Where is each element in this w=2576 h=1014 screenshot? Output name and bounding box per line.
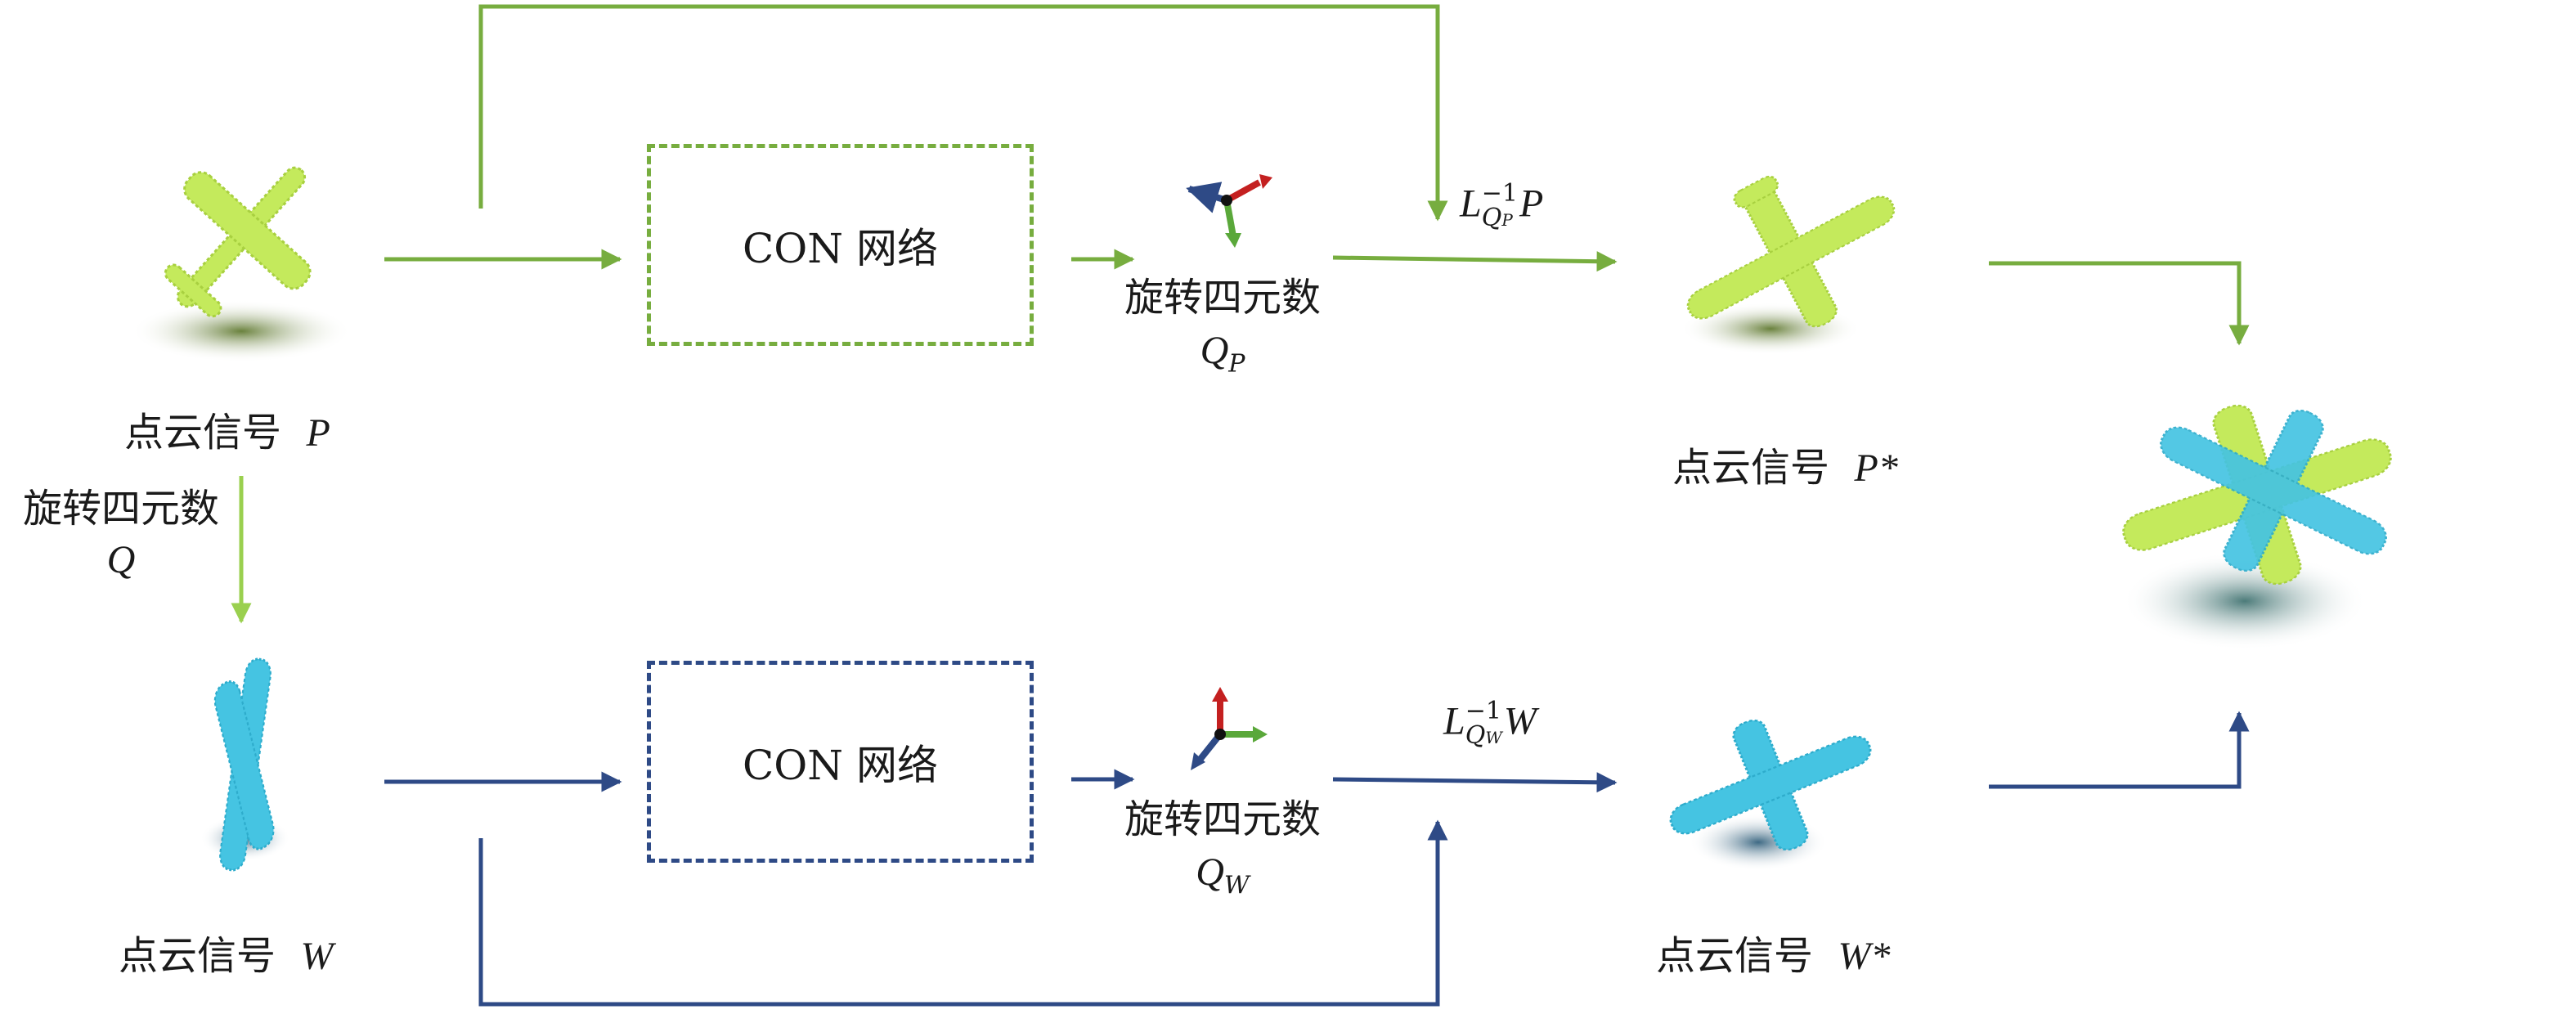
airplane-pointcloud-icon <box>1669 719 1872 871</box>
rotation-quaternion-label-side: 旋转四元数 Q <box>22 486 219 581</box>
arrow-skip-connection-top <box>478 4 1448 222</box>
rotation-axes-icon <box>1186 174 1272 248</box>
airplane-pointcloud-icon <box>1681 175 1896 355</box>
airplane-pointcloud-icon <box>131 166 352 362</box>
quaternion-label-bottom: 旋转四元数 QW <box>1124 796 1321 900</box>
arrow-output-to-merge-bottom <box>1989 711 2250 789</box>
output-signal-label-top: 点云信号 P* <box>1672 445 1898 491</box>
con-network-box-top: CON 网络 <box>647 144 1034 346</box>
rotation-axes-icon <box>1191 687 1268 770</box>
arrow-output-to-merge-top <box>1989 261 2250 346</box>
input-signal-label-bottom: 点云信号 W <box>119 933 334 979</box>
bottom-flow-arrows <box>384 711 2250 1007</box>
input-signal-label-top: 点云信号 P <box>124 410 330 455</box>
merged-airplane-pointcloud-icon <box>2122 404 2392 650</box>
quaternion-label-top: 旋转四元数 QP <box>1124 275 1321 379</box>
network-label-bottom: CON 网络 <box>743 741 938 789</box>
arrow-quaternion-to-output-bottom <box>1332 772 1618 793</box>
airplane-pointcloud-icon <box>200 657 290 872</box>
arrow-skip-connection-bottom <box>478 819 1448 1007</box>
output-signal-label-bottom: 点云信号 W* <box>1656 933 1891 979</box>
con-network-box-bottom: CON 网络 <box>647 661 1034 863</box>
top-flow-arrows <box>231 4 2250 624</box>
network-label-top: CON 网络 <box>743 224 938 272</box>
arrow-quaternion-to-output-top <box>1332 251 1618 272</box>
